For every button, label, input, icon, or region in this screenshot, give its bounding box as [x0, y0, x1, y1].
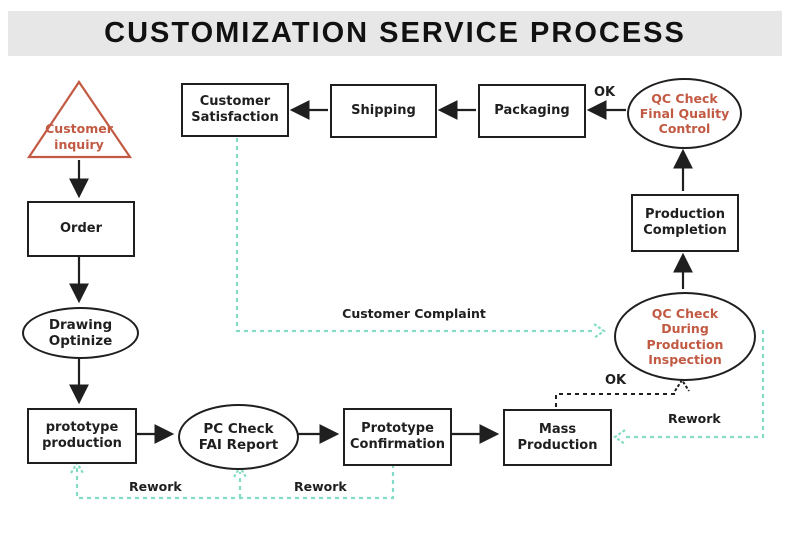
- node-production-completion: Production Completion: [631, 194, 739, 252]
- node-prototype-production: prototype production: [27, 408, 137, 464]
- node-pc-check-fai-report: PC Check FAI Report: [178, 404, 299, 470]
- customer-inquiry-triangle: [26, 80, 133, 159]
- rework-right-path: [613, 330, 765, 445]
- node-order: Order: [27, 201, 135, 257]
- node-drawing-optinize: Drawing Optinize: [22, 307, 139, 359]
- label-rework-left-2: Rework: [294, 479, 347, 494]
- label-rework-right: Rework: [668, 411, 721, 426]
- label-rework-left-1: Rework: [129, 479, 182, 494]
- customer-complaint-path: [235, 138, 606, 339]
- node-customer-inquiry: Customer inquiry: [45, 121, 113, 152]
- node-prototype-confirmation: Prototype Confirmation: [343, 408, 452, 466]
- label-ok-packaging: OK: [594, 85, 616, 100]
- node-packaging: Packaging: [478, 84, 586, 138]
- label-customer-complaint: Customer Complaint: [342, 306, 486, 321]
- node-shipping: Shipping: [330, 84, 437, 138]
- ok-dashed-path: [555, 378, 690, 407]
- node-customer-satisfaction: Customer Satisfaction: [181, 83, 289, 137]
- page-title: CUSTOMIZATION SERVICE PROCESS: [104, 17, 686, 49]
- title-banner: CUSTOMIZATION SERVICE PROCESS: [8, 11, 782, 56]
- label-ok-mass-production: OK: [605, 373, 627, 388]
- node-mass-production: Mass Production: [503, 409, 612, 466]
- solid-arrows: [69, 100, 693, 444]
- node-qc-check-during-production: QC Check During Production Inspection: [614, 292, 756, 381]
- node-qc-check-final-quality: QC Check Final Quality Control: [627, 78, 742, 149]
